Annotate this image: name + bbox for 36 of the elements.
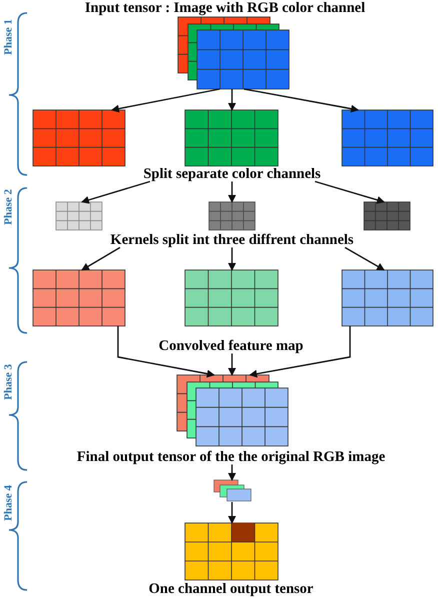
caption: Kernels split int three diffrent channels (110, 233, 354, 248)
tensor-stack-drawing (178, 17, 289, 89)
channel-grid (209, 202, 255, 230)
arrow (244, 88, 359, 113)
caption: Final output tensor of the the original RGB image (76, 450, 386, 464)
arrow (228, 354, 236, 376)
arrow (228, 89, 236, 111)
channel-grid (185, 110, 278, 166)
tensor-stack-drawing (214, 480, 251, 502)
channel-grid (342, 110, 433, 166)
arrow (81, 180, 150, 204)
caption: Convolved feature map (158, 339, 304, 354)
phase-label: Phase 2 (4, 189, 14, 225)
phase-label: Phase 1 (4, 19, 14, 55)
phase-label: Phase 3 (4, 364, 14, 400)
channel-grid (56, 202, 102, 230)
phase-label: Phase 4 (4, 485, 14, 521)
channel-grid (185, 523, 278, 580)
channel-grid (342, 270, 433, 326)
arrow (117, 326, 215, 378)
arrow (81, 246, 120, 271)
channel-grid (33, 270, 125, 326)
caption: Split separate color channels (143, 167, 321, 182)
arrow (228, 464, 236, 481)
channel-grid (33, 110, 125, 166)
channel-grid (185, 270, 278, 326)
tensor-stack-drawing (177, 375, 288, 446)
arrow (314, 180, 385, 204)
arrow (228, 182, 236, 203)
title: Input tensor : Image with RGB color channel (84, 1, 366, 16)
arrow (111, 88, 220, 113)
channel-grid (364, 202, 410, 230)
arrow (228, 248, 236, 271)
arrow (344, 246, 385, 271)
arrow (249, 326, 351, 378)
arrow (228, 502, 236, 524)
